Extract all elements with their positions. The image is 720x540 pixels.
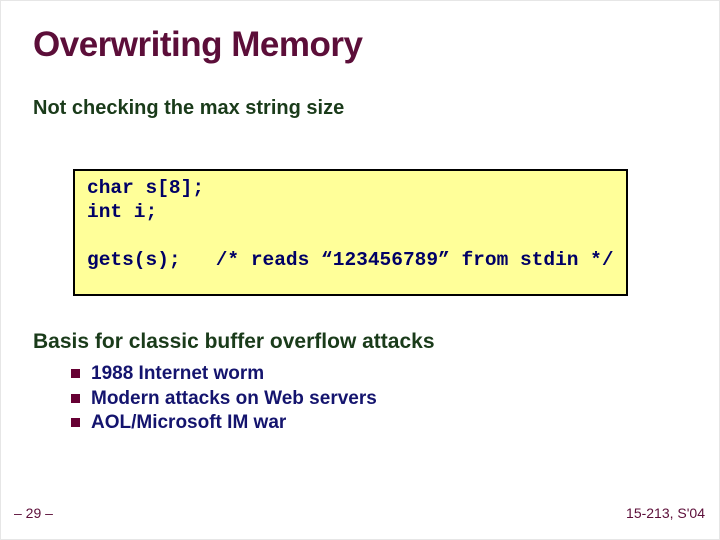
- square-bullet-icon: [71, 369, 80, 378]
- code-line: gets(s); /* reads “123456789” from stdin…: [87, 249, 614, 271]
- bullet-list: 1988 Internet worm Modern attacks on Web…: [71, 363, 377, 437]
- code-line: int i;: [87, 201, 158, 223]
- subtitle-heading: Not checking the max string size: [33, 97, 345, 119]
- page-number: – 29 –: [14, 505, 53, 521]
- code-line: char s[8];: [87, 177, 205, 199]
- bullet-label: AOL/Microsoft IM war: [91, 412, 287, 433]
- bullet-label: Modern attacks on Web servers: [91, 387, 377, 409]
- slide-title: Overwriting Memory: [33, 25, 363, 64]
- course-footer: 15-213, S'04: [626, 505, 705, 521]
- bullet-label: 1988 Internet worm: [91, 363, 265, 384]
- list-item: AOL/Microsoft IM war: [71, 412, 377, 437]
- code-block: char s[8]; int i; gets(s); /* reads “123…: [73, 169, 628, 296]
- list-item: Modern attacks on Web servers: [71, 388, 377, 413]
- square-bullet-icon: [71, 418, 80, 427]
- list-item: 1988 Internet worm: [71, 363, 377, 388]
- square-bullet-icon: [71, 393, 80, 403]
- section-heading: Basis for classic buffer overflow attack…: [33, 330, 435, 353]
- code-line: [87, 224, 626, 248]
